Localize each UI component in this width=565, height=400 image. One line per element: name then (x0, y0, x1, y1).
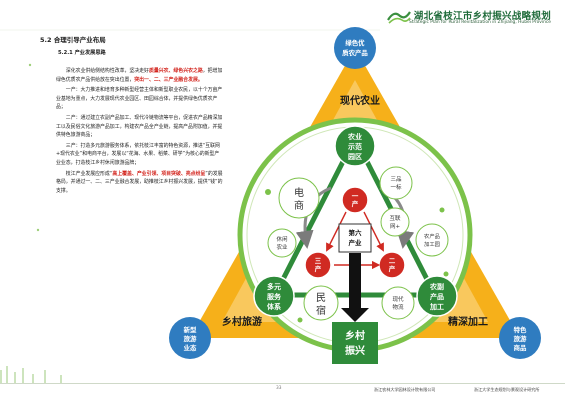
center-box (338, 223, 372, 253)
footer-org-1: 浙江农林大学园林设计院有限公司 (374, 387, 436, 392)
industry-three-label-1: 三 (315, 257, 322, 265)
bubble-hulianwang-label-2: 网+ (390, 223, 401, 230)
paragraph-text: 一产：大力推进和培育多种新型经营主体和新型职业农民，以十个万亩产业基地为重点，大… (56, 87, 223, 111)
corner-circle-top (334, 27, 376, 69)
node-processing (416, 275, 458, 317)
bubble-xiandai-label-1: 现代 (392, 295, 404, 303)
page-header: 湖北省枝江市乡村振兴战略规划 Strategic Plan for Rural … (0, 0, 565, 30)
corner-left-label-1: 新型 (184, 325, 197, 334)
paragraph-text: 二产：通过建立农副产品加工、现代冷链物流等平台，促进农产品精深加工以及民俗文化旅… (56, 114, 223, 139)
industry-one-label-2: 产 (352, 199, 359, 208)
document-title: 湖北省枝江市乡村振兴战略规划 (413, 11, 551, 22)
corner-left-label-3: 业态 (184, 343, 197, 352)
corner-right-label-2: 旅游 (514, 334, 527, 343)
industry-one-circle (341, 186, 369, 214)
bubble-nongchanpin (415, 223, 449, 257)
industry-two-label-2: 产 (389, 264, 396, 273)
corner-circle-right (499, 317, 541, 359)
bubble-nongchanpin-label-2: 加工园 (424, 240, 440, 248)
footer-divider (0, 383, 565, 384)
body-text: 深化农业供给侧结构性改革，坚决走好质量兴农、绿色兴农之路，把增加绿色优质农产品供… (56, 67, 224, 197)
body-paragraph: 枝江产业发展应形成“高上覆盖、产业引领、项目突破、亮点纷呈”的发展格局，并通过一… (56, 170, 224, 196)
bubble-hulianwang-label-1: 互联 (389, 214, 401, 222)
node-agri-demo-label-1: 农业 (347, 132, 362, 141)
paragraph-text: ，把增加绿色优质农产品供给放在突出位置， (56, 68, 223, 83)
node-agri-demo-label-2: 示范 (347, 142, 362, 151)
body-paragraph: 一产：大力推进和培育多种新型经营主体和新型职业农民，以十个万亩产业基地为重点，大… (56, 86, 224, 112)
industry-two-label-1: 二 (389, 257, 396, 265)
bubble-minsu-label-2: 宿 (316, 304, 326, 317)
bubble-minsu-label-1: 民 (316, 292, 326, 304)
body-paragraph: 三产：打造多元旅游服务体系，依托枝江丰富的特色资源，推进“互联网+现代农业”和电… (56, 142, 224, 168)
corner-top-label-2: 质农产品 (342, 48, 368, 57)
highlight-text: 突出一、二、三产业融合发展。 (134, 76, 203, 83)
corner-top-label-1: 绿色优 (345, 38, 365, 47)
bubble-xiandai (381, 286, 415, 320)
node-processing-label-1: 农副 (429, 282, 444, 291)
bubble-dianshang-label-2: 商 (294, 199, 304, 212)
node-processing-label-2: 产品 (430, 292, 444, 301)
corner-left-label-2: 旅游 (184, 334, 197, 343)
bubble-hulianwang (380, 207, 410, 237)
bubble-sanpin-label-2: 一标 (390, 183, 402, 191)
bubble-xiuxian-label-1: 休闲 (276, 235, 288, 243)
node-agri-demo (334, 125, 376, 167)
bubble-xiuxian (267, 228, 297, 258)
paragraph-text: ”的发展格局，并通过一、二、三产业融合发展，助推枝江乡村振兴发展，提供“钱”的支… (56, 170, 223, 194)
center-label-1: 第六 (349, 228, 363, 237)
section-heading: 5.2 合理引导产业布局 (40, 36, 106, 44)
node-processing-label-3: 加工 (429, 302, 444, 311)
body-paragraph: 二产：通过建立农副产品加工、现代冷链物流等平台，促进农产品精深加工以及民俗文化旅… (56, 114, 224, 140)
node-service-label-2: 服务 (267, 292, 282, 301)
corner-circle-left (169, 317, 211, 359)
bubble-dianshang (278, 177, 320, 219)
body-paragraph: 深化农业供给侧结构性改革，坚决走好质量兴农、绿色兴农之路，把增加绿色优质农产品供… (56, 67, 224, 84)
node-agri-demo-label-3: 园区 (348, 152, 362, 161)
bubble-nongchanpin-label-1: 农产品 (424, 232, 440, 240)
edge-right-label: 精深加工 (448, 315, 488, 328)
rural-logo-icon (387, 11, 411, 24)
paragraph-text: 三产：打造多元旅游服务体系，依托枝江丰富的特色资源，推进“互联网+现代农业”和电… (56, 142, 220, 166)
section-subheading: 5.2.1 产业发展思路 (58, 50, 106, 56)
bottom-box (332, 322, 378, 364)
footer-org-2: 浙江大学生态规划与景观设计研究所 (474, 387, 540, 392)
edge-left-label: 乡村旅游 (222, 315, 262, 328)
bottom-label-2: 振兴 (345, 344, 365, 357)
edge-top-label: 现代农业 (340, 94, 380, 107)
page-number: 33 (276, 386, 282, 391)
bubble-dianshang-label-1: 电 (294, 186, 304, 199)
node-service-label-1: 多元 (267, 282, 281, 291)
paragraph-text: 深化农业供给侧结构性改革，坚决走好 (65, 68, 149, 74)
industry-one-label-1: 一 (352, 192, 359, 200)
bubble-sanpin (379, 166, 413, 200)
bubble-xiandai-label-2: 物流 (392, 303, 404, 311)
bubble-minsu (303, 285, 339, 321)
highlight-text: 质量兴农、绿色兴农之路 (148, 68, 203, 74)
paragraph-text: 枝江产业发展应形成“ (65, 170, 113, 177)
highlight-text: 高上覆盖、产业引领、项目突破、亮点纷呈 (112, 170, 206, 177)
industry-three-circle (304, 251, 332, 279)
bubble-sanpin-label-1: 三品 (390, 176, 402, 183)
document-title-english: Strategic Plan for Rural Revitalization … (409, 20, 551, 25)
node-service (253, 275, 295, 317)
corner-right-label-1: 特色 (514, 325, 527, 334)
center-label-2: 产业 (349, 238, 363, 247)
node-service-label-3: 体系 (267, 302, 281, 311)
bubble-xiuxian-label-2: 农业 (276, 243, 288, 251)
industry-three-label-2: 产 (315, 264, 322, 273)
corner-right-label-3: 商品 (514, 343, 527, 352)
bottom-label-1: 乡村 (345, 329, 365, 342)
